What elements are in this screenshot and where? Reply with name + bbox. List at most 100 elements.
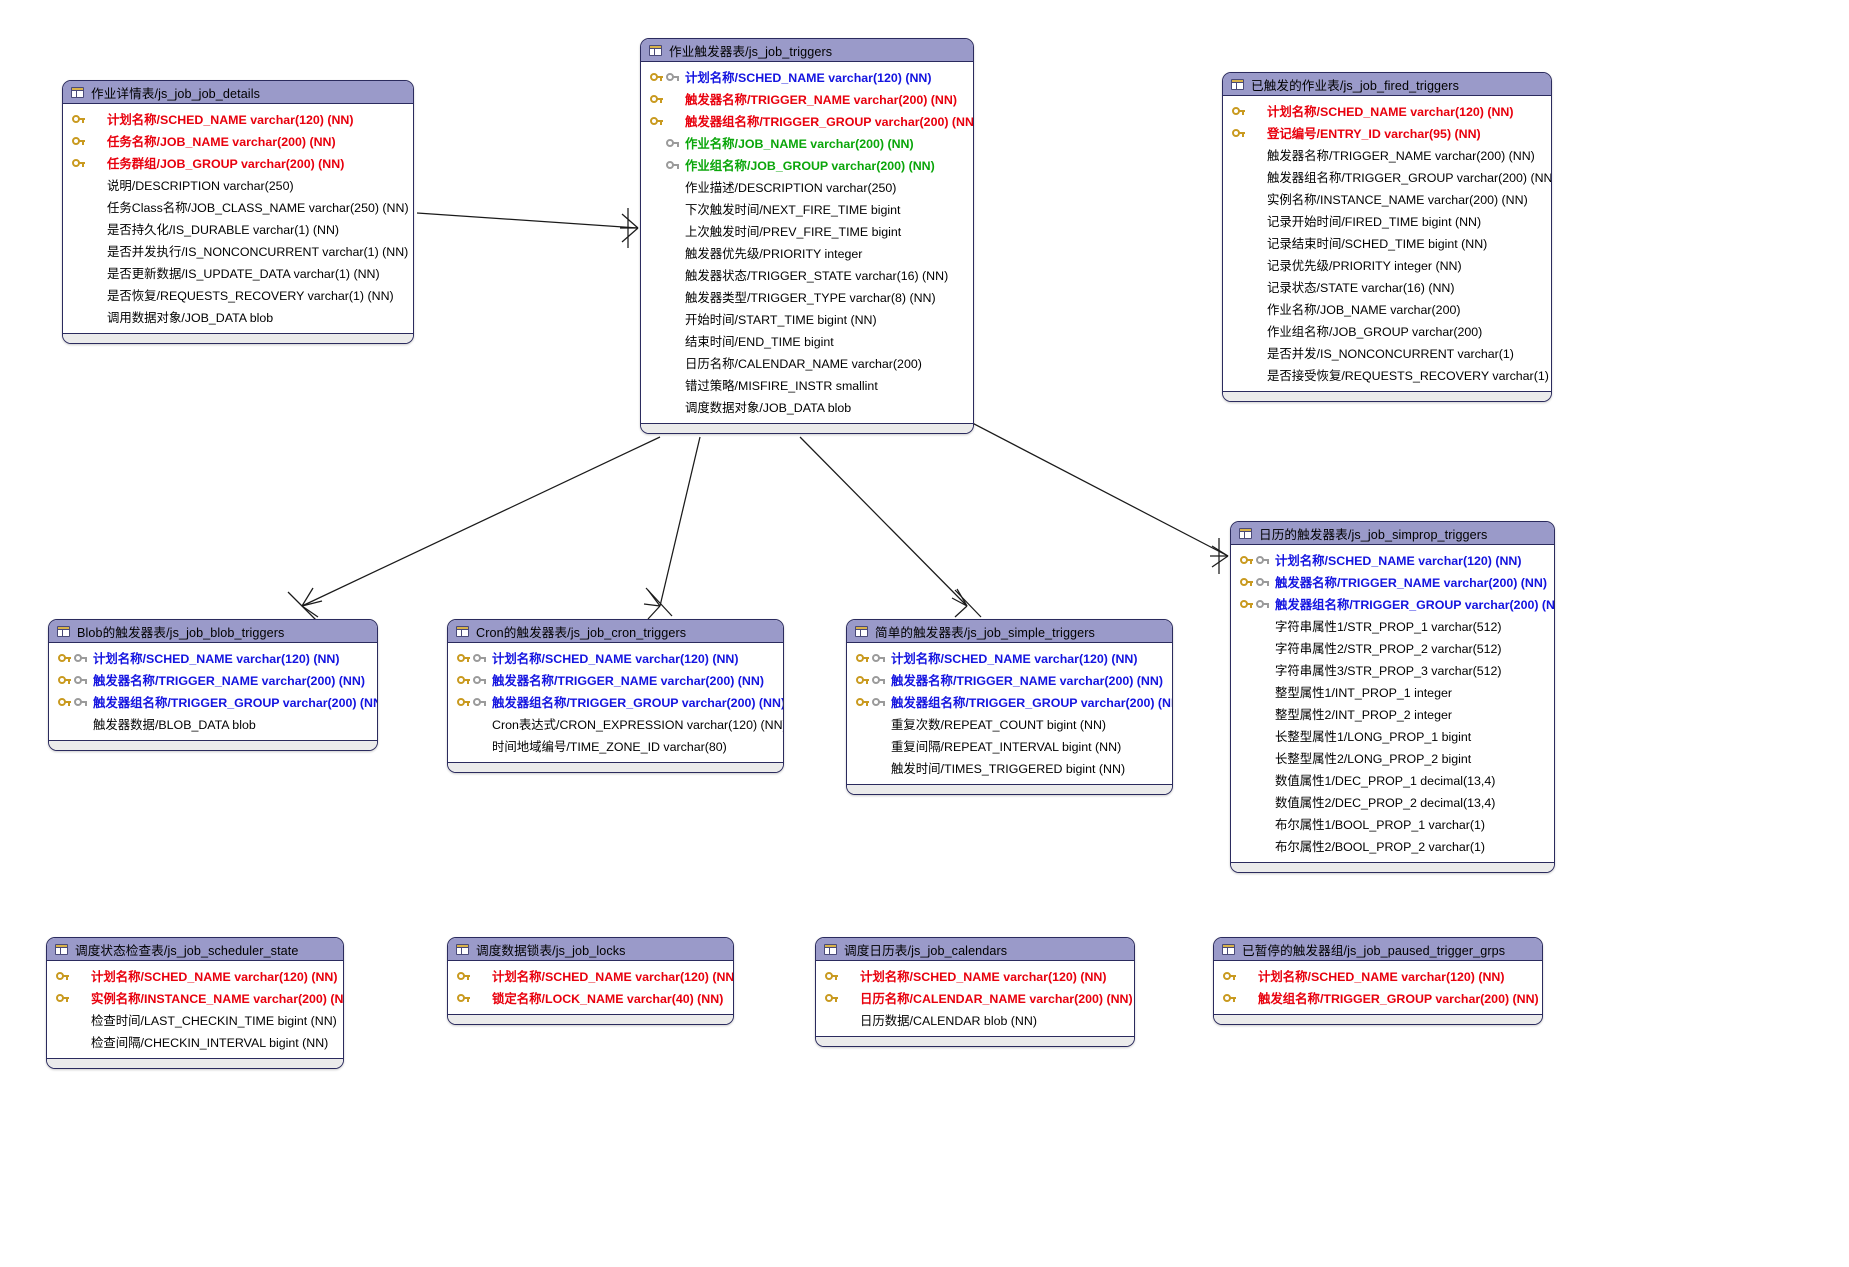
entity-field[interactable]: 是否接受恢复/REQUESTS_RECOVERY varchar(1): [1223, 364, 1551, 386]
entity-field[interactable]: 检查时间/LAST_CHECKIN_TIME bigint (NN): [47, 1009, 343, 1031]
entity-scheduler_state[interactable]: 调度状态检查表/js_job_scheduler_state 计划名称/SCHED…: [46, 937, 344, 1069]
entity-simprop_triggers[interactable]: 日历的触发器表/js_job_simprop_triggers 计划名称/SCHE…: [1230, 521, 1555, 873]
entity-field[interactable]: 整型属性1/INT_PROP_1 integer: [1231, 681, 1554, 703]
entity-field[interactable]: 登记编号/ENTRY_ID varchar(95) (NN): [1223, 122, 1551, 144]
entity-field[interactable]: 触发器名称/TRIGGER_NAME varchar(200) (NN): [847, 669, 1172, 691]
entity-header-paused_trigger_grps[interactable]: 已暂停的触发器组/js_job_paused_trigger_grps: [1214, 938, 1542, 961]
entity-field[interactable]: 计划名称/SCHED_NAME varchar(120) (NN): [847, 647, 1172, 669]
entity-field[interactable]: 是否持久化/IS_DURABLE varchar(1) (NN): [63, 218, 413, 240]
entity-fired_triggers[interactable]: 已触发的作业表/js_job_fired_triggers 计划名称/SCHED_…: [1222, 72, 1552, 402]
entity-field[interactable]: 计划名称/SCHED_NAME varchar(120) (NN): [1223, 100, 1551, 122]
entity-field[interactable]: 长整型属性2/LONG_PROP_2 bigint: [1231, 747, 1554, 769]
entity-field[interactable]: 触发器名称/TRIGGER_NAME varchar(200) (NN): [448, 669, 783, 691]
entity-header-scheduler_state[interactable]: 调度状态检查表/js_job_scheduler_state: [47, 938, 343, 961]
entity-field[interactable]: 时间地域编号/TIME_ZONE_ID varchar(80): [448, 735, 783, 757]
entity-field[interactable]: 日历数据/CALENDAR blob (NN): [816, 1009, 1134, 1031]
entity-field[interactable]: 计划名称/SCHED_NAME varchar(120) (NN): [49, 647, 377, 669]
entity-field[interactable]: 检查间隔/CHECKIN_INTERVAL bigint (NN): [47, 1031, 343, 1053]
entity-field[interactable]: 是否并发/IS_NONCONCURRENT varchar(1): [1223, 342, 1551, 364]
entity-field[interactable]: 触发器优先级/PRIORITY integer: [641, 242, 973, 264]
entity-field[interactable]: 日历名称/CALENDAR_NAME varchar(200) (NN): [816, 987, 1134, 1009]
entity-field[interactable]: 锁定名称/LOCK_NAME varchar(40) (NN): [448, 987, 733, 1009]
entity-header-locks[interactable]: 调度数据锁表/js_job_locks: [448, 938, 733, 961]
entity-field[interactable]: 是否恢复/REQUESTS_RECOVERY varchar(1) (NN): [63, 284, 413, 306]
entity-field[interactable]: 整型属性2/INT_PROP_2 integer: [1231, 703, 1554, 725]
entity-field[interactable]: 任务Class名称/JOB_CLASS_NAME varchar(250) (N…: [63, 196, 413, 218]
entity-field[interactable]: 触发器组名称/TRIGGER_GROUP varchar(200) (NN): [1231, 593, 1554, 615]
entity-field[interactable]: 作业描述/DESCRIPTION varchar(250): [641, 176, 973, 198]
entity-field[interactable]: 开始时间/START_TIME bigint (NN): [641, 308, 973, 330]
entity-field[interactable]: 触发器名称/TRIGGER_NAME varchar(200) (NN): [49, 669, 377, 691]
entity-field[interactable]: 计划名称/SCHED_NAME varchar(120) (NN): [641, 66, 973, 88]
entity-job_triggers[interactable]: 作业触发器表/js_job_triggers 计划名称/SCHED_NAME va…: [640, 38, 974, 434]
entity-field[interactable]: 数值属性1/DEC_PROP_1 decimal(13,4): [1231, 769, 1554, 791]
entity-field[interactable]: Cron表达式/CRON_EXPRESSION varchar(120) (NN…: [448, 713, 783, 735]
entity-field[interactable]: 字符串属性2/STR_PROP_2 varchar(512): [1231, 637, 1554, 659]
entity-field[interactable]: 计划名称/SCHED_NAME varchar(120) (NN): [1231, 549, 1554, 571]
entity-field[interactable]: 触发器状态/TRIGGER_STATE varchar(16) (NN): [641, 264, 973, 286]
entity-header-simprop_triggers[interactable]: 日历的触发器表/js_job_simprop_triggers: [1231, 522, 1554, 545]
entity-header-simple_triggers[interactable]: 简单的触发器表/js_job_simple_triggers: [847, 620, 1172, 643]
entity-field[interactable]: 触发器名称/TRIGGER_NAME varchar(200) (NN): [1223, 144, 1551, 166]
entity-field[interactable]: 上次触发时间/PREV_FIRE_TIME bigint: [641, 220, 973, 242]
entity-field[interactable]: 实例名称/INSTANCE_NAME varchar(200) (NN): [1223, 188, 1551, 210]
entity-field[interactable]: 记录状态/STATE varchar(16) (NN): [1223, 276, 1551, 298]
entity-field[interactable]: 是否更新数据/IS_UPDATE_DATA varchar(1) (NN): [63, 262, 413, 284]
entity-field[interactable]: 重复间隔/REPEAT_INTERVAL bigint (NN): [847, 735, 1172, 757]
entity-field[interactable]: 作业组名称/JOB_GROUP varchar(200): [1223, 320, 1551, 342]
entity-field[interactable]: 字符串属性1/STR_PROP_1 varchar(512): [1231, 615, 1554, 637]
entity-header-calendars[interactable]: 调度日历表/js_job_calendars: [816, 938, 1134, 961]
entity-header-job_triggers[interactable]: 作业触发器表/js_job_triggers: [641, 39, 973, 62]
entity-header-job_details[interactable]: 作业详情表/js_job_job_details: [63, 81, 413, 104]
entity-field[interactable]: 记录开始时间/FIRED_TIME bigint (NN): [1223, 210, 1551, 232]
entity-field[interactable]: 长整型属性1/LONG_PROP_1 bigint: [1231, 725, 1554, 747]
entity-field[interactable]: 记录优先级/PRIORITY integer (NN): [1223, 254, 1551, 276]
entity-field[interactable]: 日历名称/CALENDAR_NAME varchar(200): [641, 352, 973, 374]
entity-field[interactable]: 触发器组名称/TRIGGER_GROUP varchar(200) (NN): [1223, 166, 1551, 188]
entity-field[interactable]: 触发器类型/TRIGGER_TYPE varchar(8) (NN): [641, 286, 973, 308]
entity-field[interactable]: 布尔属性2/BOOL_PROP_2 varchar(1): [1231, 835, 1554, 857]
entity-field[interactable]: 数值属性2/DEC_PROP_2 decimal(13,4): [1231, 791, 1554, 813]
entity-simple_triggers[interactable]: 简单的触发器表/js_job_simple_triggers 计划名称/SCHED…: [846, 619, 1173, 795]
entity-header-fired_triggers[interactable]: 已触发的作业表/js_job_fired_triggers: [1223, 73, 1551, 96]
entity-field[interactable]: 计划名称/SCHED_NAME varchar(120) (NN): [47, 965, 343, 987]
entity-field[interactable]: 任务名称/JOB_NAME varchar(200) (NN): [63, 130, 413, 152]
entity-field[interactable]: 布尔属性1/BOOL_PROP_1 varchar(1): [1231, 813, 1554, 835]
entity-field[interactable]: 下次触发时间/NEXT_FIRE_TIME bigint: [641, 198, 973, 220]
entity-field[interactable]: 记录结束时间/SCHED_TIME bigint (NN): [1223, 232, 1551, 254]
entity-field[interactable]: 字符串属性3/STR_PROP_3 varchar(512): [1231, 659, 1554, 681]
entity-field[interactable]: 触发器数据/BLOB_DATA blob: [49, 713, 377, 735]
entity-field[interactable]: 计划名称/SCHED_NAME varchar(120) (NN): [448, 965, 733, 987]
entity-field[interactable]: 作业名称/JOB_NAME varchar(200): [1223, 298, 1551, 320]
entity-field[interactable]: 说明/DESCRIPTION varchar(250): [63, 174, 413, 196]
entity-field[interactable]: 触发器组名称/TRIGGER_GROUP varchar(200) (NN): [49, 691, 377, 713]
entity-field[interactable]: 触发器名称/TRIGGER_NAME varchar(200) (NN): [1231, 571, 1554, 593]
entity-header-cron_triggers[interactable]: Cron的触发器表/js_job_cron_triggers: [448, 620, 783, 643]
entity-locks[interactable]: 调度数据锁表/js_job_locks 计划名称/SCHED_NAME varch…: [447, 937, 734, 1025]
entity-field[interactable]: 结束时间/END_TIME bigint: [641, 330, 973, 352]
entity-field[interactable]: 触发器组名称/TRIGGER_GROUP varchar(200) (NN): [641, 110, 973, 132]
entity-field[interactable]: 是否并发执行/IS_NONCONCURRENT varchar(1) (NN): [63, 240, 413, 262]
entity-field[interactable]: 触发器组名称/TRIGGER_GROUP varchar(200) (NN): [847, 691, 1172, 713]
entity-job_details[interactable]: 作业详情表/js_job_job_details 计划名称/SCHED_NAME …: [62, 80, 414, 344]
entity-field[interactable]: 作业组名称/JOB_GROUP varchar(200) (NN): [641, 154, 973, 176]
entity-field[interactable]: 任务群组/JOB_GROUP varchar(200) (NN): [63, 152, 413, 174]
entity-field[interactable]: 实例名称/INSTANCE_NAME varchar(200) (NN): [47, 987, 343, 1009]
entity-field[interactable]: 作业名称/JOB_NAME varchar(200) (NN): [641, 132, 973, 154]
entity-cron_triggers[interactable]: Cron的触发器表/js_job_cron_triggers 计划名称/SCHED…: [447, 619, 784, 773]
entity-field[interactable]: 重复次数/REPEAT_COUNT bigint (NN): [847, 713, 1172, 735]
entity-calendars[interactable]: 调度日历表/js_job_calendars 计划名称/SCHED_NAME va…: [815, 937, 1135, 1047]
entity-field[interactable]: 调用数据对象/JOB_DATA blob: [63, 306, 413, 328]
entity-field[interactable]: 调度数据对象/JOB_DATA blob: [641, 396, 973, 418]
entity-field[interactable]: 计划名称/SCHED_NAME varchar(120) (NN): [448, 647, 783, 669]
entity-blob_triggers[interactable]: Blob的触发器表/js_job_blob_triggers 计划名称/SCHED…: [48, 619, 378, 751]
entity-field[interactable]: 计划名称/SCHED_NAME varchar(120) (NN): [816, 965, 1134, 987]
entity-field[interactable]: 触发时间/TIMES_TRIGGERED bigint (NN): [847, 757, 1172, 779]
entity-field[interactable]: 触发器组名称/TRIGGER_GROUP varchar(200) (NN): [448, 691, 783, 713]
entity-field[interactable]: 错过策略/MISFIRE_INSTR smallint: [641, 374, 973, 396]
entity-field[interactable]: 计划名称/SCHED_NAME varchar(120) (NN): [63, 108, 413, 130]
entity-header-blob_triggers[interactable]: Blob的触发器表/js_job_blob_triggers: [49, 620, 377, 643]
entity-field[interactable]: 触发组名称/TRIGGER_GROUP varchar(200) (NN): [1214, 987, 1542, 1009]
entity-field[interactable]: 触发器名称/TRIGGER_NAME varchar(200) (NN): [641, 88, 973, 110]
